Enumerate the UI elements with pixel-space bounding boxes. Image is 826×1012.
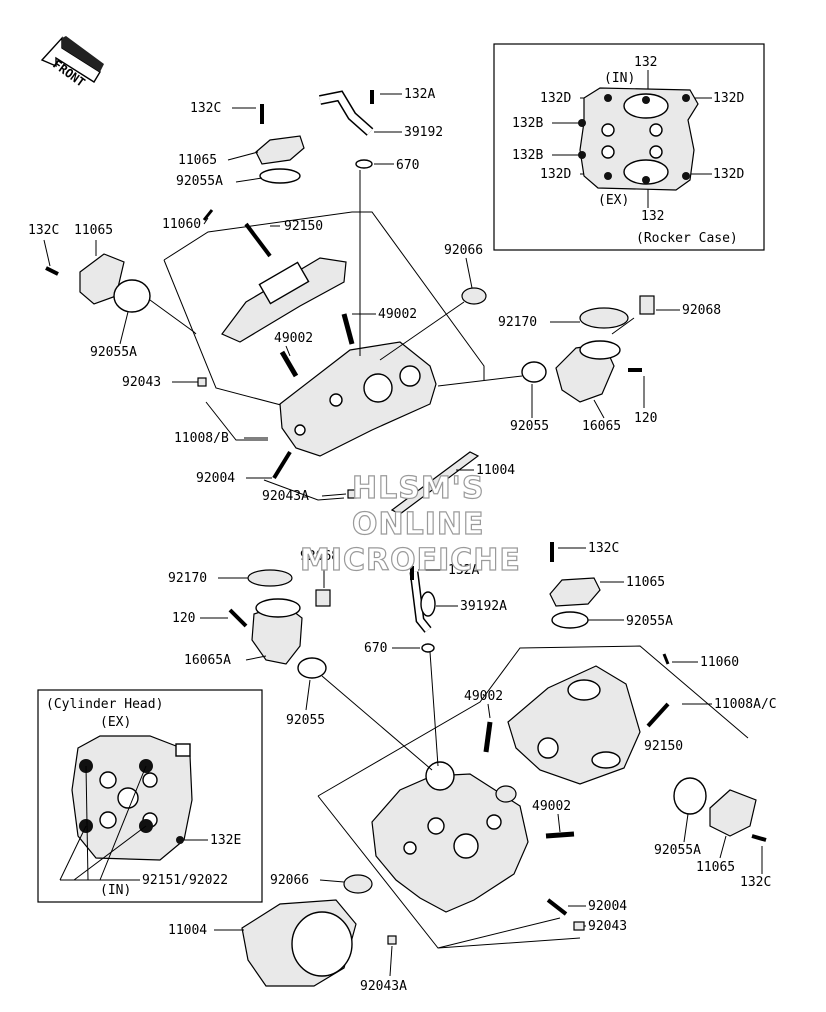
- inset-rocker-label-132d-1: 132D: [540, 91, 571, 106]
- cylinder-head-top-drawing: [71, 735, 193, 861]
- label-92055-a: 92055: [510, 419, 549, 434]
- label-11008ac: 11008A/C: [714, 697, 777, 712]
- label-92066-b: 92066: [270, 873, 309, 888]
- label-92170-a: 92170: [498, 315, 537, 330]
- label-16065a: 16065A: [184, 653, 231, 668]
- front-labels: 132C 11065 92055A 11060 132A 39192 670 9…: [28, 87, 721, 504]
- label-11065-c: 11065: [626, 575, 665, 590]
- rear-upper-cap: [549, 577, 601, 607]
- label-92170-b: 92170: [168, 571, 207, 586]
- label-92055a-c: 92055A: [626, 614, 673, 629]
- front-head-cover: [221, 257, 347, 343]
- label-11004-b: 11004: [168, 923, 207, 938]
- label-92150-a: 92150: [284, 219, 323, 234]
- rear-plug-92066: [343, 874, 373, 894]
- inset-head-in: (IN): [100, 883, 131, 898]
- front-head-group: [45, 90, 655, 515]
- rear-clamp-92170: [247, 569, 293, 587]
- front-oring-92055: [521, 361, 547, 383]
- inset-rocker-label-132d-2: 132D: [713, 91, 744, 106]
- label-92066-a: 92066: [444, 243, 483, 258]
- label-132c-b: 132C: [28, 223, 59, 238]
- rear-side-oring: [673, 777, 707, 815]
- label-120-b: 120: [172, 611, 195, 626]
- watermark-line-3: MICROFICHE: [300, 543, 521, 578]
- watermark-line-1: HLSM'S: [352, 471, 484, 506]
- label-92043-a: 92043: [122, 375, 161, 390]
- inset-head-title: (Cylinder Head): [46, 697, 163, 712]
- rear-side-cap: [709, 789, 757, 837]
- label-670-b: 670: [364, 641, 387, 656]
- label-39192a: 39192A: [460, 599, 507, 614]
- inset-rocker-label-132-bottom: 132: [641, 209, 664, 224]
- front-cylinder-head: [279, 341, 437, 457]
- label-132c-a: 132C: [190, 101, 221, 116]
- label-11008b: 11008/B: [174, 431, 229, 446]
- front-clamp-92170: [579, 307, 629, 329]
- label-49002-b: 49002: [274, 331, 313, 346]
- label-11065-b: 11065: [74, 223, 113, 238]
- rocker-case-inset: 132 (IN) 132D 132D 132B 132B 132D 132D (…: [493, 43, 765, 251]
- front-plug-92066: [461, 287, 487, 305]
- label-49002-a: 49002: [378, 307, 417, 322]
- label-132a-a: 132A: [404, 87, 435, 102]
- inset-rocker-label-132d-3: 132D: [540, 167, 571, 182]
- front-side-oring: [113, 279, 151, 313]
- watermark: HLSM'S ONLINE MICROFICHE: [299, 470, 521, 578]
- label-92068-b: 92068: [300, 549, 339, 564]
- inset-head-label-92151: 92151/92022: [142, 873, 228, 888]
- front-upper-oring: [259, 168, 301, 184]
- rear-upper-oring: [551, 611, 589, 629]
- inset-head-label-132e: 132E: [210, 833, 241, 848]
- label-92055a-b: 92055A: [90, 345, 137, 360]
- inset-rocker-label-132-top: 132: [634, 55, 657, 70]
- label-92068-a: 92068: [682, 303, 721, 318]
- label-92043a-a: 92043A: [262, 489, 309, 504]
- label-11060-b: 11060: [700, 655, 739, 670]
- label-92055-b: 92055: [286, 713, 325, 728]
- label-92043a-b: 92043A: [360, 979, 407, 994]
- inset-rocker-in: (IN): [604, 71, 635, 86]
- front-arrow: FRONT: [40, 36, 104, 90]
- rear-oring-92055: [297, 657, 327, 679]
- front-cap-92068: [639, 295, 655, 315]
- label-132a-b: 132A: [448, 563, 479, 578]
- label-92004-a: 92004: [196, 471, 235, 486]
- rear-cap-92068: [315, 589, 331, 607]
- inset-head-ex: (EX): [100, 715, 131, 730]
- label-120-a: 120: [634, 411, 657, 426]
- cylinder-head-inset: (Cylinder Head) (EX) 132E 92151/92022 (I…: [37, 689, 263, 903]
- rear-labels: 92068 92170 120 16065A 132A 39192A 670 9…: [168, 541, 777, 994]
- label-11065-d: 11065: [696, 860, 735, 875]
- inset-rocker-label-132b-2: 132B: [512, 148, 543, 163]
- label-11004-a: 11004: [476, 463, 515, 478]
- label-92004-b: 92004: [588, 899, 627, 914]
- watermark-line-2: ONLINE: [352, 507, 485, 542]
- label-132c-d: 132C: [740, 875, 771, 890]
- rocker-case-drawing: [578, 87, 699, 191]
- label-49002-d: 49002: [532, 799, 571, 814]
- rear-head-group: [228, 542, 767, 987]
- inset-rocker-label-132b-1: 132B: [512, 116, 543, 131]
- label-11065-a: 11065: [178, 153, 217, 168]
- label-39192: 39192: [404, 125, 443, 140]
- label-92055a-d: 92055A: [654, 843, 701, 858]
- label-92150-b: 92150: [644, 739, 683, 754]
- label-49002-c: 49002: [464, 689, 503, 704]
- front-upper-cap: [255, 135, 305, 165]
- inset-rocker-ex: (EX): [598, 193, 629, 208]
- label-11060-a: 11060: [162, 217, 201, 232]
- inset-rocker-title: (Rocker Case): [636, 231, 738, 246]
- label-92055a-a: 92055A: [176, 174, 223, 189]
- label-92043-b: 92043: [588, 919, 627, 934]
- label-670-a: 670: [396, 158, 419, 173]
- label-16065: 16065: [582, 419, 621, 434]
- front-head-gasket: [390, 451, 480, 515]
- inset-rocker-label-132d-4: 132D: [713, 167, 744, 182]
- label-132c-c: 132C: [588, 541, 619, 556]
